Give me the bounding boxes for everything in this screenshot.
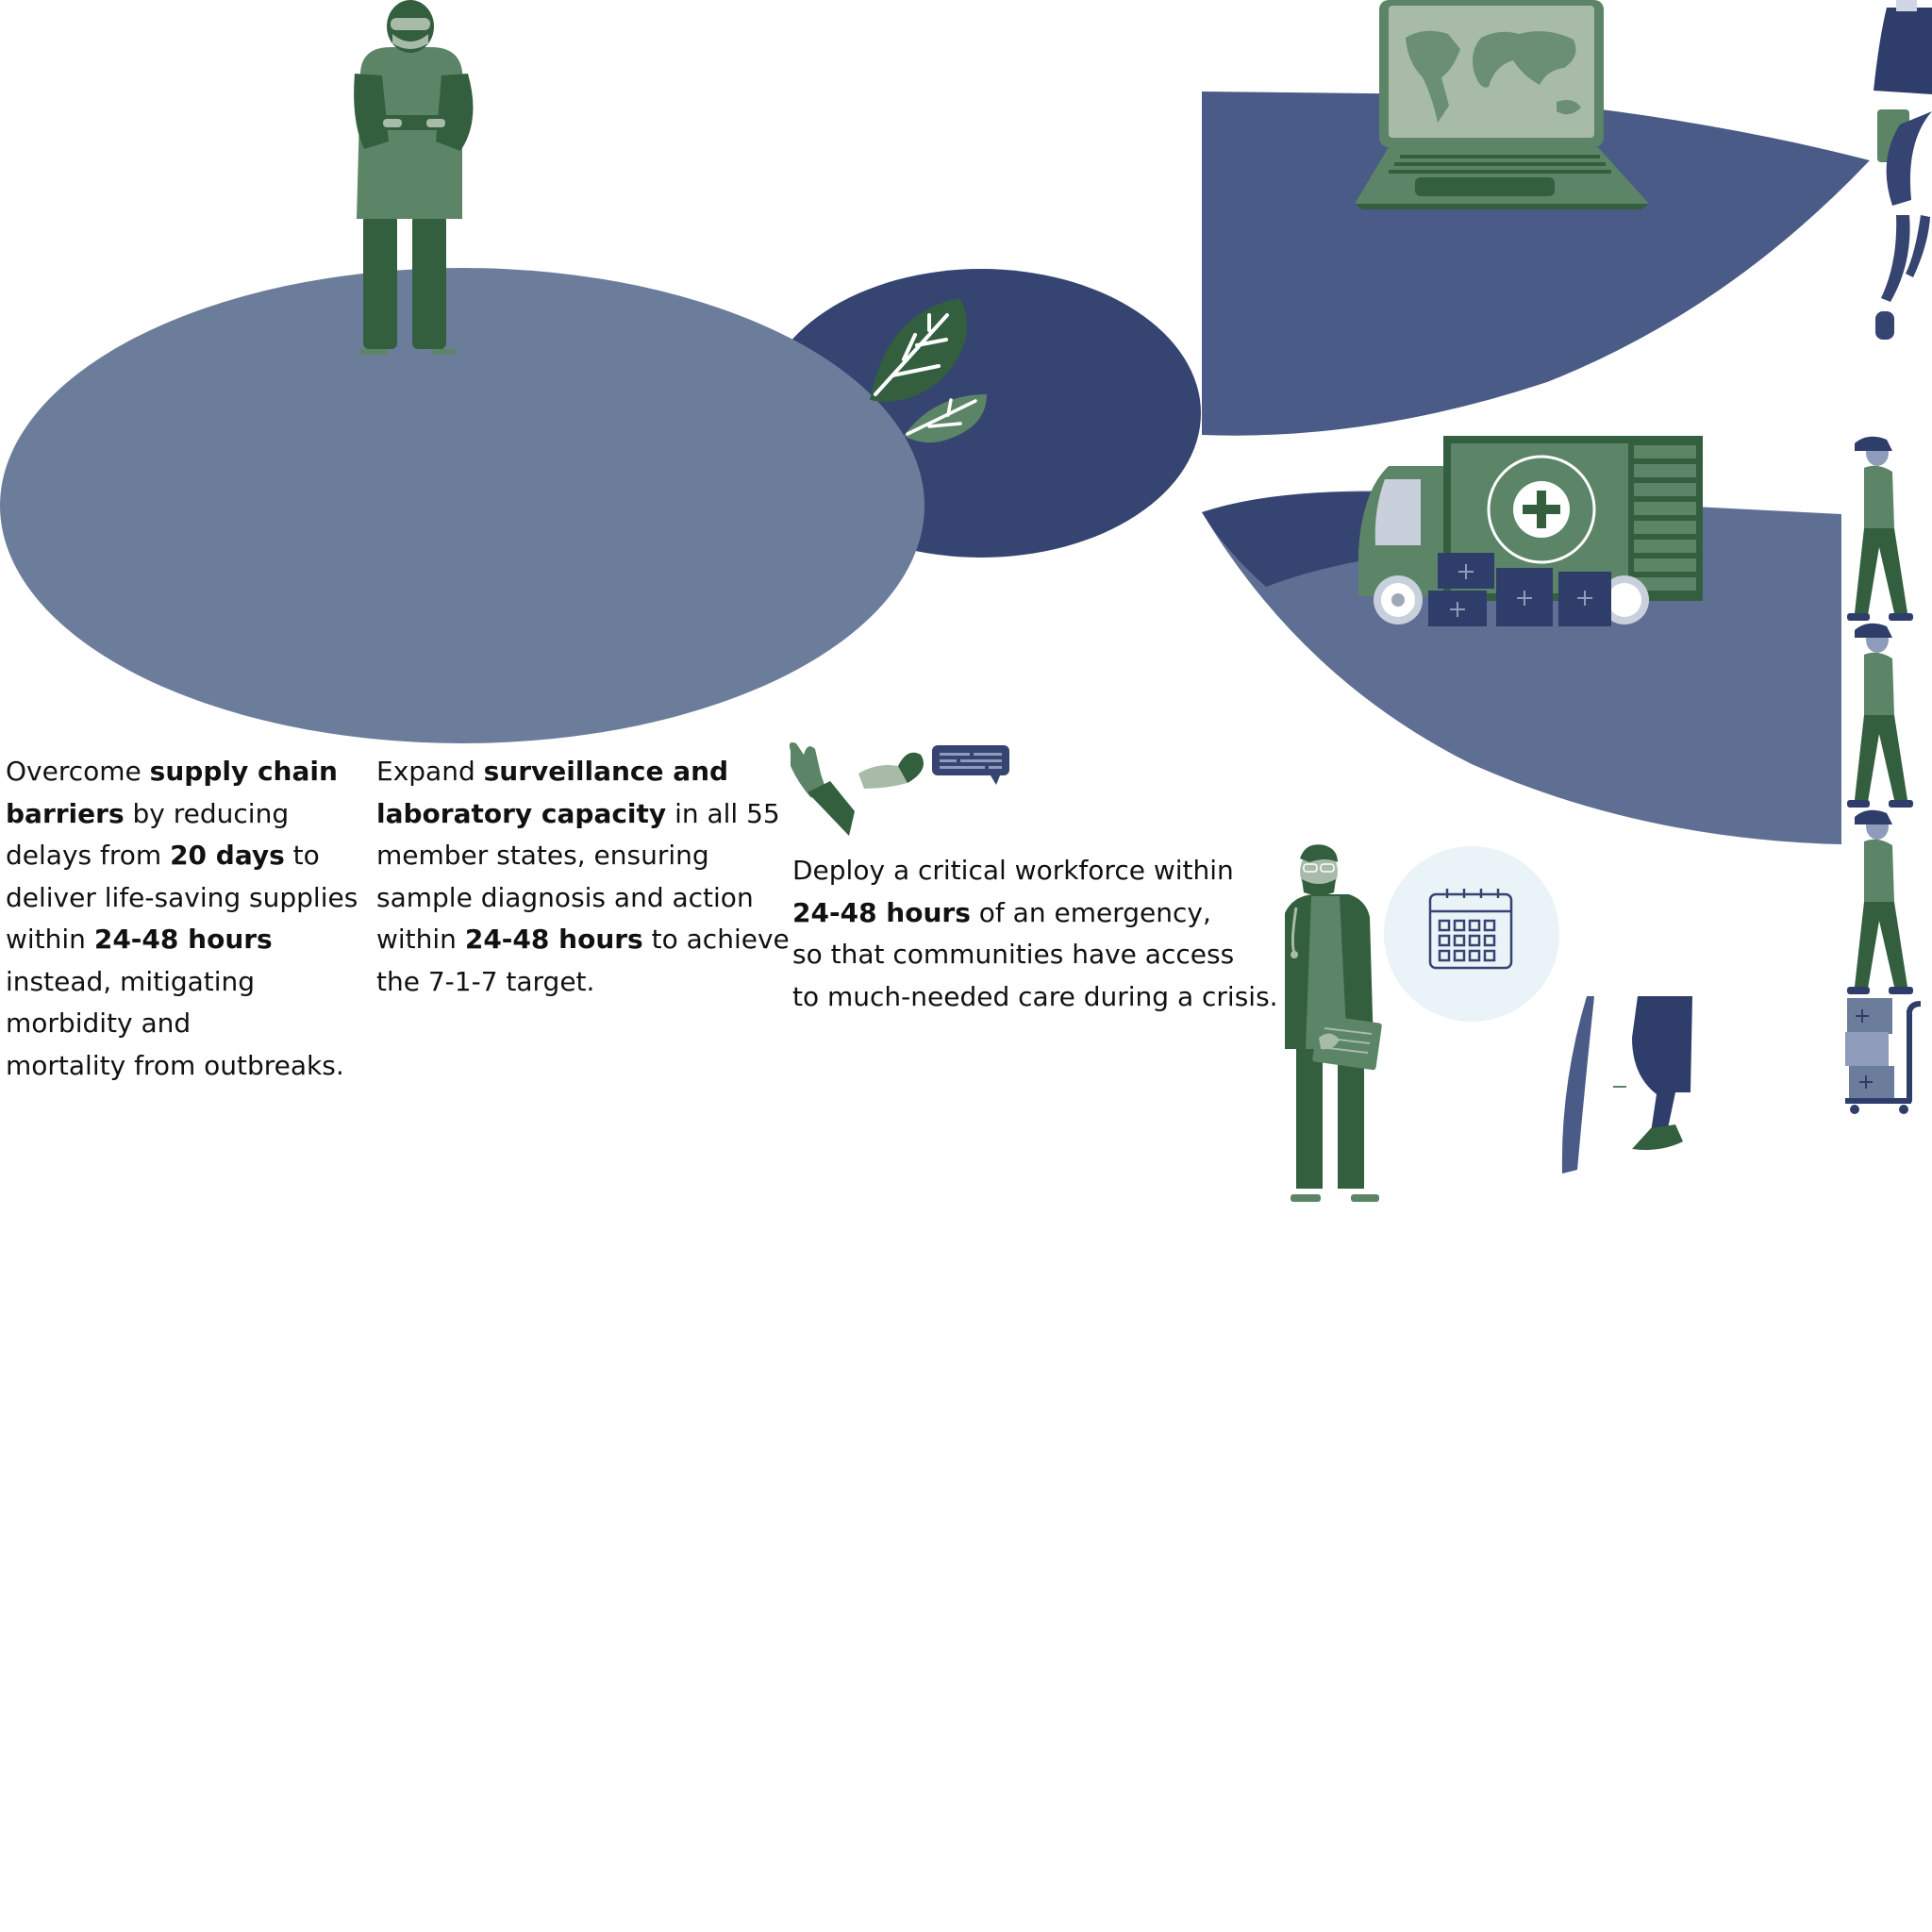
text-line: within 24-48 hours to achieve: [376, 924, 790, 955]
text-line: so that communities have access: [792, 939, 1235, 970]
text-line: Expand surveillance and: [376, 756, 729, 787]
delivery-worker-figure: [1847, 623, 1913, 808]
hand-cursor-icon: [789, 742, 924, 836]
text-line: barriers by reducing: [6, 797, 290, 829]
text-line: sample diagnosis and action: [376, 881, 754, 913]
text-line: morbidity and: [6, 1008, 192, 1039]
text-line: the 7-1-7 target.: [376, 965, 595, 997]
laptop-world-map-icon: [1355, 0, 1649, 209]
text-line: 24-48 hours of an emergency,: [792, 896, 1211, 928]
clipboard-figure: [1874, 0, 1932, 340]
text-line: mortality from outbreaks.: [6, 1049, 344, 1081]
hand-trolley-icon: [1845, 998, 1922, 1114]
top-right-fan: [1202, 92, 1870, 436]
surveillance-text: Expand surveillance and laboratory capac…: [376, 751, 790, 1003]
calendar-icon: [1384, 846, 1559, 1022]
slate-blob: [0, 268, 924, 743]
medical-truck-icon: [1358, 436, 1703, 626]
leaf-icon: [870, 298, 987, 443]
supply-chain-text: Overcome supply chain barriers by reduci…: [6, 751, 358, 1087]
delivery-worker-figure: [1847, 436, 1913, 621]
bottom-right-fan-dark: [1202, 491, 1387, 587]
text-line: member states, ensuring: [376, 840, 709, 871]
text-line: delays from 20 days to: [6, 840, 320, 871]
text-line: instead, mitigating: [6, 965, 256, 997]
health-worker-figure: [354, 0, 474, 355]
text-line: within 24-48 hours: [6, 924, 273, 955]
text-line: Deploy a critical workforce within: [792, 855, 1234, 886]
doctor-figure: [1285, 844, 1382, 1202]
speech-bubble-icon: [932, 745, 1009, 785]
text-line: laboratory capacity in all 55: [376, 797, 780, 829]
delivery-worker-figure: [1847, 809, 1913, 994]
workforce-text: Deploy a critical workforce within 24-48…: [792, 850, 1278, 1018]
text-line: Overcome supply chain: [6, 756, 338, 787]
text-line: to much-needed care during a crisis.: [792, 980, 1278, 1012]
text-line: deliver life-saving supplies: [6, 881, 358, 913]
walking-person-figure: [1561, 996, 1692, 1174]
